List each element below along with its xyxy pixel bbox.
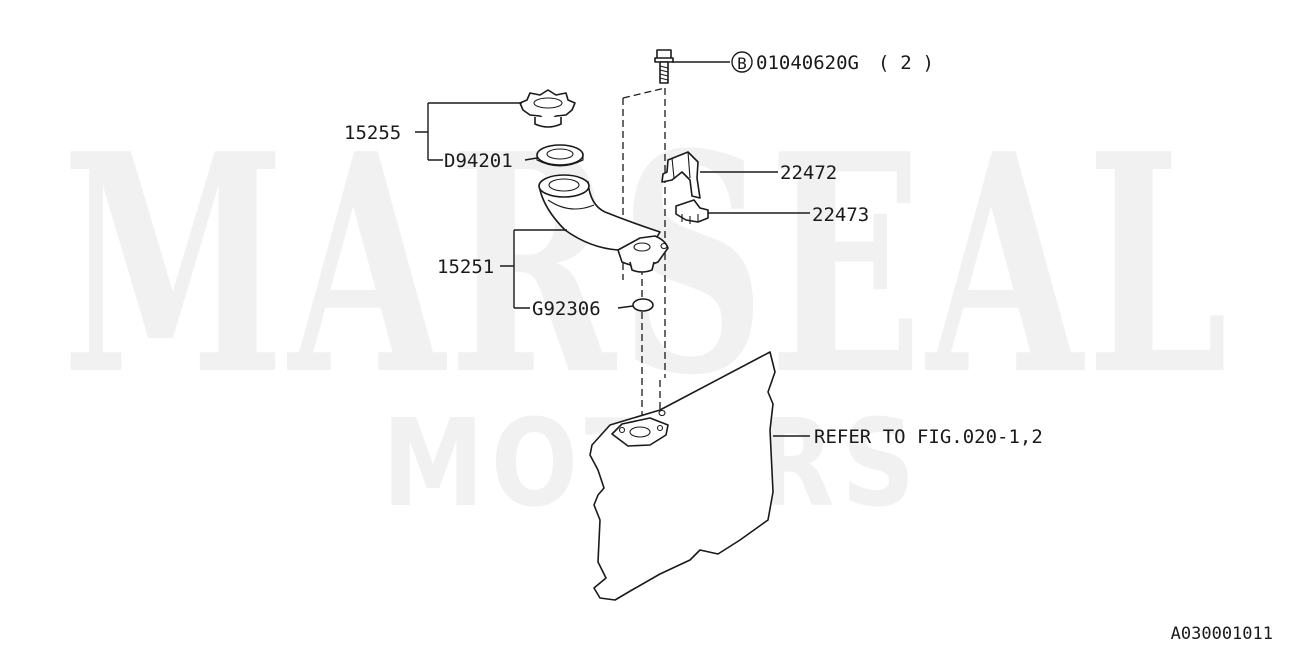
- gasket-icon: [536, 144, 584, 167]
- refer-note: REFER TO FIG.020-1,2: [814, 426, 1043, 448]
- figure-id: A030001011: [1171, 624, 1273, 644]
- clip-part-number: 22473: [812, 204, 869, 226]
- bracket-icon: [661, 151, 701, 199]
- bracket-part-number: 22472: [780, 162, 837, 184]
- engine-cover-icon: [589, 351, 776, 601]
- assembly-lines: [622, 87, 666, 415]
- oil-cap-icon: [519, 89, 576, 128]
- bolt-icon: [654, 49, 674, 84]
- assembly-line-top: [622, 87, 666, 99]
- o-ring-icon: [632, 298, 654, 312]
- cap-part-number: 15255: [344, 122, 401, 144]
- gasket-part-number: D94201: [444, 150, 513, 172]
- bolt-symbol: B: [737, 54, 747, 73]
- filler-pipe-icon: [538, 174, 669, 273]
- leader-lines: [415, 61, 810, 437]
- filler-pipe-part-number: 15251: [437, 256, 494, 278]
- bolt-callout: B 01040620G ( 2 ): [731, 51, 934, 74]
- bolt-part-number: 01040620G: [756, 52, 859, 74]
- bolt-symbol-circle: [731, 51, 753, 73]
- o-ring-part-number: G92306: [532, 298, 601, 320]
- clip-icon: [675, 199, 709, 224]
- bolt-quantity: ( 2 ): [878, 52, 934, 74]
